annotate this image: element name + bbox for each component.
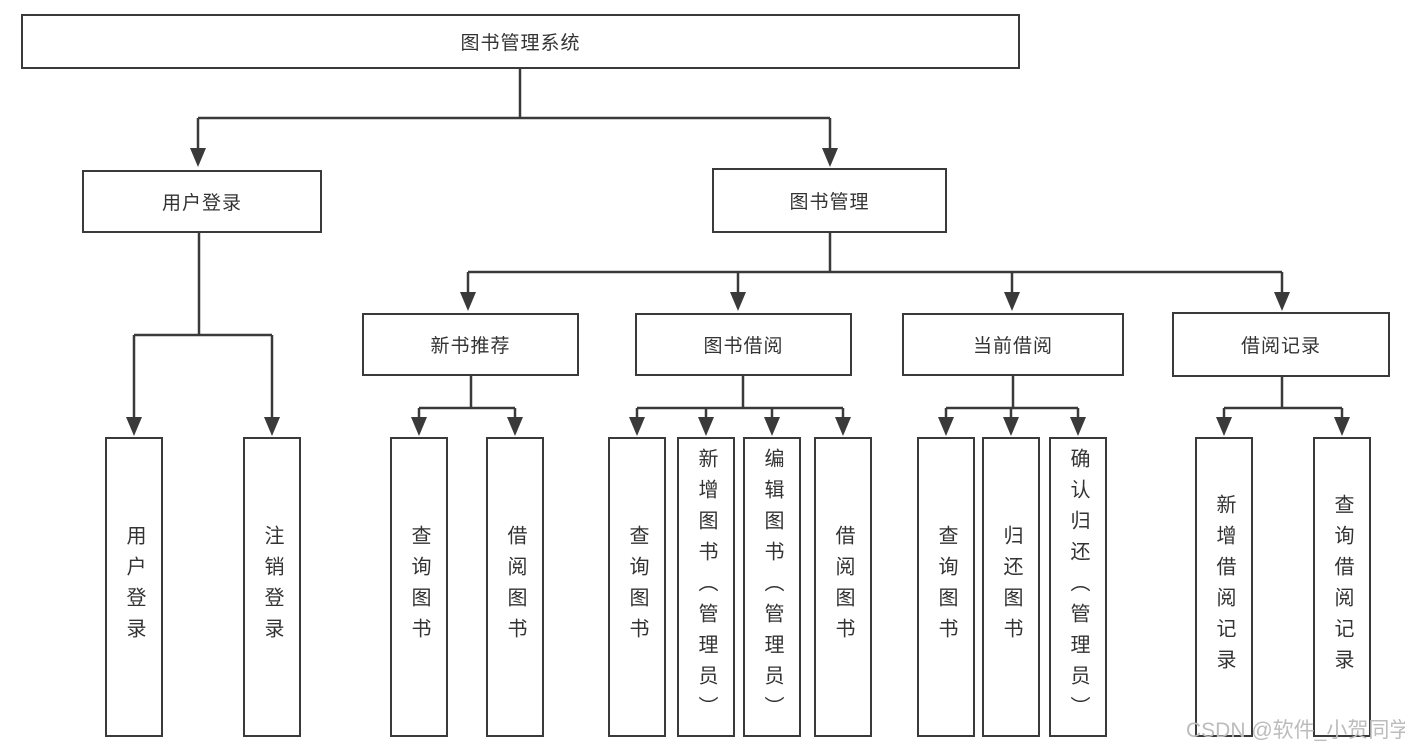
leaf-confirm-return-admin: 确认归还（管理员） — [1049, 437, 1107, 737]
node-root-label: 图书管理系统 — [460, 33, 581, 54]
node-borrow-record-label: 借阅记录 — [1240, 336, 1321, 357]
node-book-mgmt-label: 图书管理 — [789, 192, 870, 213]
node-current-borrow: 当前借阅 — [902, 313, 1124, 376]
leaf-query-borrow-record: 查询借阅记录 — [1313, 437, 1371, 737]
leaf-logout-label: 注销登录 — [261, 525, 283, 649]
leaf-add-book-admin-label: 新增图书（管理员） — [695, 447, 717, 727]
node-root: 图书管理系统 — [21, 14, 1020, 69]
leaf-query-book-2-label: 查询图书 — [626, 525, 648, 649]
leaf-borrow-book-2: 借阅图书 — [814, 437, 872, 737]
leaf-borrow-book-1: 借阅图书 — [486, 437, 544, 737]
leaf-query-book-2: 查询图书 — [608, 437, 666, 737]
leaf-query-book-1-label: 查询图书 — [408, 525, 430, 649]
leaf-query-book-3-label: 查询图书 — [935, 525, 957, 649]
node-book-borrow-label: 图书借阅 — [703, 336, 784, 357]
leaf-logout: 注销登录 — [243, 437, 301, 737]
leaf-edit-book-admin: 编辑图书（管理员） — [743, 437, 801, 737]
leaf-confirm-return-admin-label: 确认归还（管理员） — [1067, 447, 1089, 727]
leaf-query-book-1: 查询图书 — [390, 437, 448, 737]
csdn-watermark: CSDN @软件_小贺同学 — [1186, 719, 1405, 742]
leaf-edit-book-admin-label: 编辑图书（管理员） — [761, 447, 783, 727]
node-new-book-recommend: 新书推荐 — [362, 313, 579, 376]
node-new-book-recommend-label: 新书推荐 — [430, 336, 511, 357]
node-book-borrow: 图书借阅 — [635, 313, 852, 376]
node-user-login: 用户登录 — [82, 170, 322, 233]
leaf-add-borrow-record: 新增借阅记录 — [1195, 437, 1253, 737]
leaf-user-login-label: 用户登录 — [123, 525, 145, 649]
node-user-login-label: 用户登录 — [161, 193, 242, 214]
leaf-return-book-label: 归还图书 — [1000, 525, 1022, 649]
leaf-user-login: 用户登录 — [105, 437, 163, 737]
node-current-borrow-label: 当前借阅 — [972, 336, 1053, 357]
leaf-query-book-3: 查询图书 — [917, 437, 975, 737]
leaf-borrow-book-2-label: 借阅图书 — [832, 525, 854, 649]
leaf-add-borrow-record-label: 新增借阅记录 — [1213, 494, 1235, 680]
leaf-query-borrow-record-label: 查询借阅记录 — [1331, 494, 1353, 680]
node-book-mgmt: 图书管理 — [712, 168, 947, 233]
leaf-return-book: 归还图书 — [982, 437, 1040, 737]
node-borrow-record: 借阅记录 — [1172, 312, 1390, 377]
leaf-borrow-book-1-label: 借阅图书 — [504, 525, 526, 649]
leaf-add-book-admin: 新增图书（管理员） — [677, 437, 735, 737]
